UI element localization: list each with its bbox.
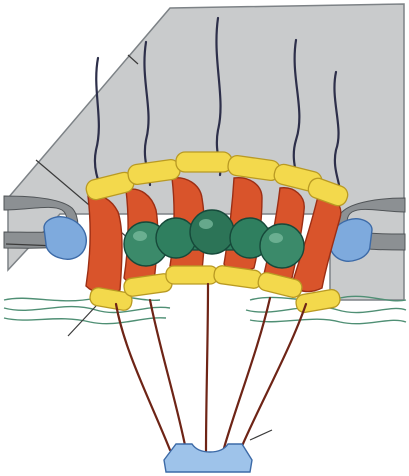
sphere-3 [190, 210, 234, 254]
sphere-2 [156, 218, 196, 258]
microtubule-blade-1 [86, 195, 122, 294]
sphere-5 [260, 224, 304, 268]
